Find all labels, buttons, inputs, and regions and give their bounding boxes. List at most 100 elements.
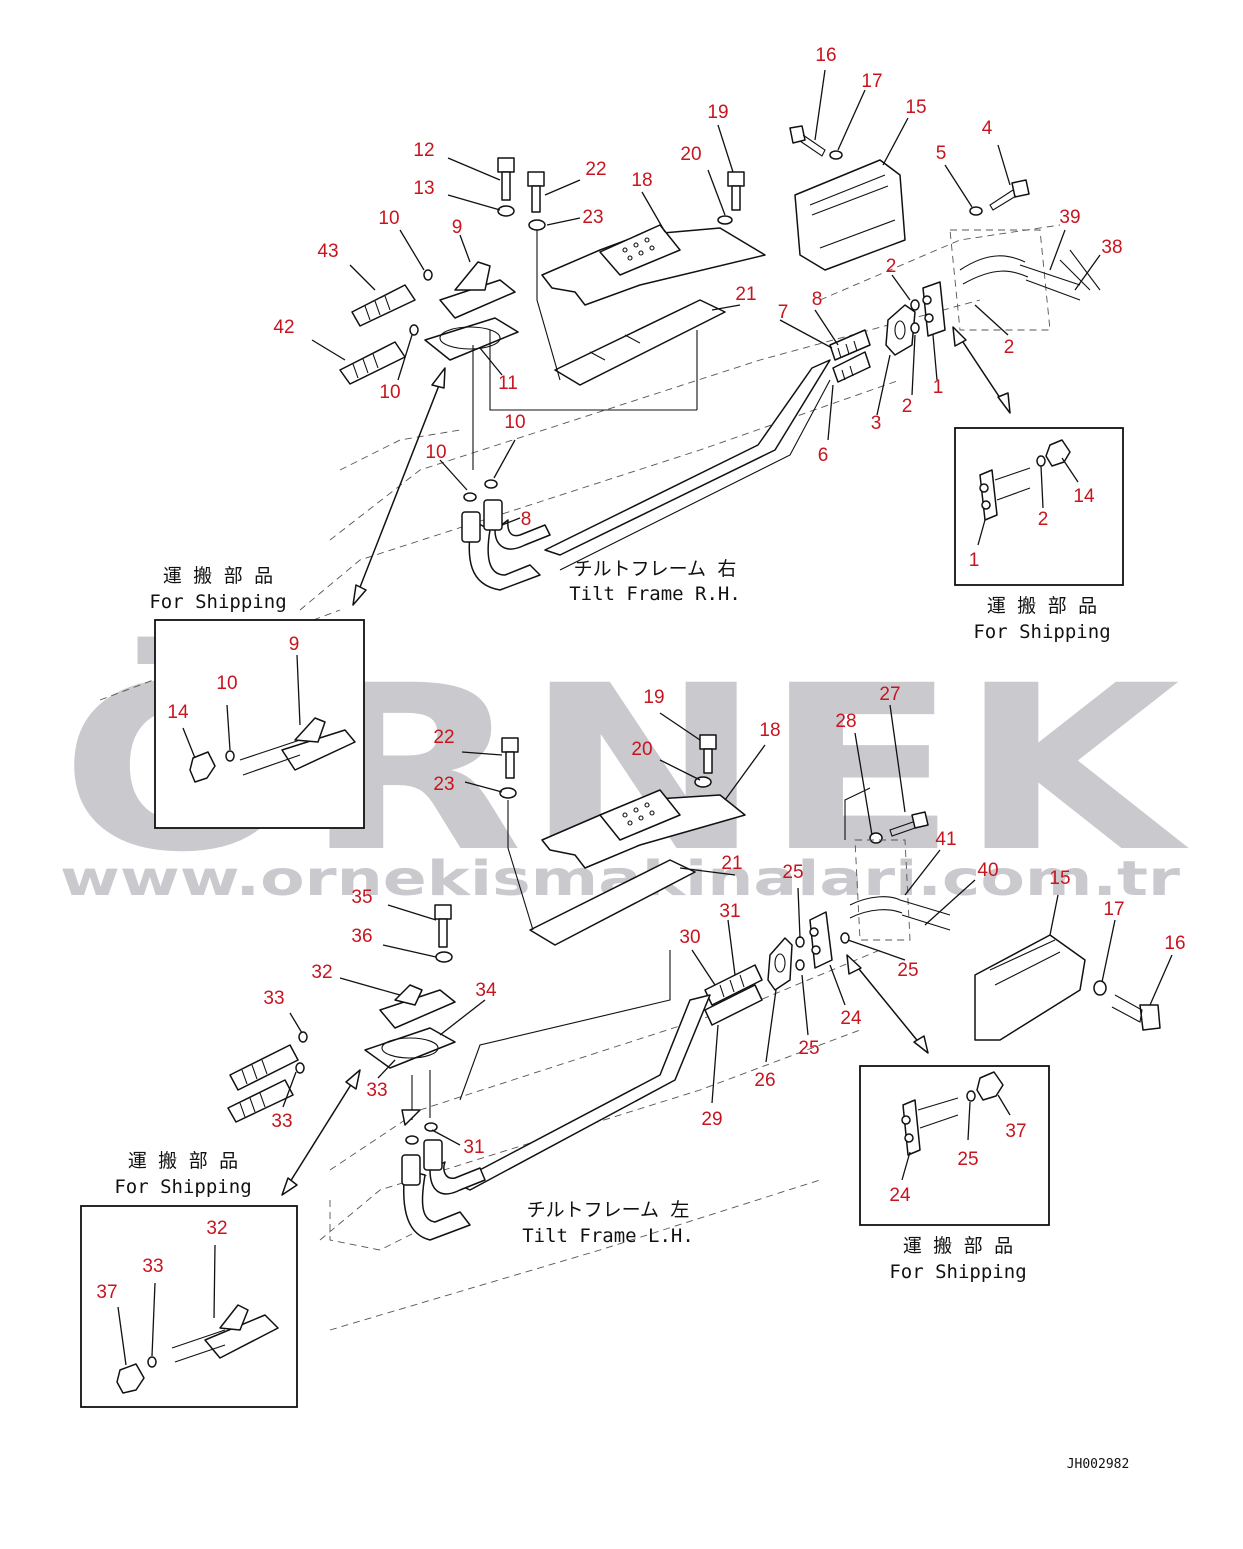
callout-13: 13 <box>413 178 434 199</box>
callout-29: 29 <box>701 1109 722 1130</box>
callout-27: 27 <box>879 684 900 705</box>
callout-9: 9 <box>289 634 300 655</box>
callout-15: 15 <box>1049 868 1070 889</box>
callout-22: 22 <box>585 159 606 180</box>
callout-42: 42 <box>273 317 294 338</box>
callout-32: 32 <box>311 962 332 983</box>
pipe-right-hand <box>544 359 831 556</box>
tilt-frame-rh-en: Tilt Frame R.H. <box>569 583 741 605</box>
callout-16: 16 <box>1164 933 1185 954</box>
pipe-left-hand <box>454 994 711 1191</box>
shipping-ll-en: For Shipping <box>114 1176 251 1198</box>
callout-17: 17 <box>1103 899 1124 920</box>
lower-assembly <box>227 734 1161 1241</box>
callout-1: 1 <box>933 377 944 398</box>
callout-33: 33 <box>142 1256 163 1277</box>
callout-33: 33 <box>263 988 284 1009</box>
callout-10: 10 <box>378 208 399 229</box>
callout-numbers: 16 17 15 4 5 19 20 12 22 18 13 23 10 9 4… <box>96 45 1185 1303</box>
shipping-box-top-right <box>954 427 1124 586</box>
callout-19: 19 <box>707 102 728 123</box>
callout-11: 11 <box>498 373 518 394</box>
callout-4: 4 <box>982 118 993 139</box>
callout-25: 25 <box>957 1149 978 1170</box>
callout-8: 8 <box>812 289 823 310</box>
shipping-ll-jp: 運 搬 部 品 <box>128 1150 238 1172</box>
shipping-tr-en: For Shipping <box>973 621 1110 643</box>
tilt-frame-lh-en: Tilt Frame L.H. <box>522 1225 694 1247</box>
callout-7: 7 <box>778 302 789 323</box>
text-labels: チルトフレーム 右 Tilt Frame R.H. 運 搬 部 品 For Sh… <box>114 558 1129 1472</box>
shipping-tr-jp: 運 搬 部 品 <box>987 595 1097 617</box>
callout-12: 12 <box>413 140 434 161</box>
callout-6: 6 <box>818 445 829 466</box>
flange-24 <box>809 911 833 969</box>
callout-31: 31 <box>463 1137 484 1158</box>
callout-10: 10 <box>504 412 525 433</box>
callout-15: 15 <box>905 97 926 118</box>
callout-1: 1 <box>969 550 980 571</box>
flange-1 <box>922 281 946 337</box>
shipping-lr-en: For Shipping <box>889 1261 1026 1283</box>
callout-36: 36 <box>351 926 372 947</box>
callout-26: 26 <box>754 1070 775 1091</box>
shipping-lr-jp: 運 搬 部 品 <box>903 1235 1013 1257</box>
callout-43: 43 <box>317 241 338 262</box>
shipping-box-upper-left <box>154 619 365 829</box>
callout-28: 28 <box>835 711 856 732</box>
callout-8: 8 <box>521 509 532 530</box>
shipping-ul-jp: 運 搬 部 品 <box>163 565 273 587</box>
callout-14: 14 <box>1073 486 1095 507</box>
callout-38: 38 <box>1101 237 1122 258</box>
drawing-code: JH002982 <box>1067 1457 1130 1472</box>
shipping-box-lower-left <box>80 1205 298 1408</box>
callout-17: 17 <box>861 71 882 92</box>
callout-21: 21 <box>721 853 742 874</box>
tilt-frame-lh-jp: チルトフレーム 左 <box>527 1199 690 1221</box>
gasket-3 <box>885 304 916 356</box>
upper-assembly <box>339 125 1101 606</box>
callout-20: 20 <box>631 739 652 760</box>
callout-41: 41 <box>935 829 956 850</box>
callout-18: 18 <box>759 720 780 741</box>
cover-15-bottom <box>974 934 1086 1041</box>
callout-32: 32 <box>206 1218 227 1239</box>
callout-35: 35 <box>351 887 372 908</box>
callout-5: 5 <box>936 143 947 164</box>
callout-33: 33 <box>271 1111 292 1132</box>
shipping-box-lower-right <box>859 1065 1050 1226</box>
callout-23: 23 <box>433 774 454 795</box>
callout-34: 34 <box>475 980 497 1001</box>
callout-3: 3 <box>871 413 882 434</box>
gasket-11 <box>424 317 519 361</box>
callout-2: 2 <box>902 396 913 417</box>
tilt-frame-rh-jp: チルトフレーム 右 <box>574 558 737 580</box>
callout-25: 25 <box>782 862 803 883</box>
leader-lines <box>117 69 1173 1366</box>
callout-30: 30 <box>679 927 700 948</box>
plate-21-bottom <box>529 859 696 946</box>
callout-21: 21 <box>735 284 756 305</box>
callout-19: 19 <box>643 687 664 708</box>
callout-10: 10 <box>379 382 400 403</box>
callout-10: 10 <box>425 442 446 463</box>
callout-16: 16 <box>815 45 836 66</box>
callout-14: 14 <box>167 702 189 723</box>
callout-39: 39 <box>1059 207 1080 228</box>
callout-2: 2 <box>1038 509 1049 530</box>
callout-25: 25 <box>897 960 918 981</box>
callout-37: 37 <box>1005 1121 1026 1142</box>
callout-24: 24 <box>889 1185 911 1206</box>
callout-10: 10 <box>216 673 237 694</box>
callout-37: 37 <box>96 1282 117 1303</box>
callout-9: 9 <box>452 217 463 238</box>
callout-40: 40 <box>977 860 998 881</box>
callout-2: 2 <box>1004 337 1015 358</box>
callout-25: 25 <box>798 1038 819 1059</box>
callout-31: 31 <box>719 901 740 922</box>
shipping-ul-en: For Shipping <box>149 591 286 613</box>
callout-23: 23 <box>582 207 603 228</box>
callout-33: 33 <box>366 1080 387 1101</box>
gasket-26 <box>767 937 793 991</box>
